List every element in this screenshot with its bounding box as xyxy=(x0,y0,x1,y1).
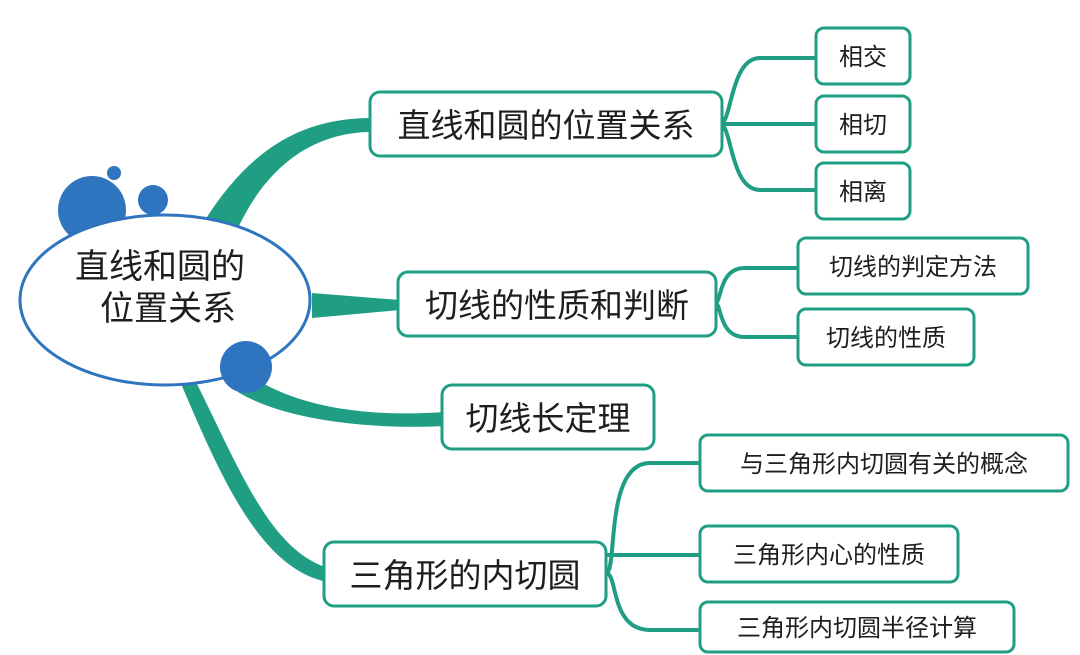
leaf-label-1-2: 相切 xyxy=(839,111,887,139)
bracket-branch-1 xyxy=(718,56,820,192)
leaf-node-2-1[interactable]: 切线的判定方法 xyxy=(796,236,1030,296)
leaf-label-4-2: 三角形内心的性质 xyxy=(733,541,925,569)
leaf-node-1-1[interactable]: 相交 xyxy=(814,26,912,86)
leaf-node-4-3[interactable]: 三角形内切圆半径计算 xyxy=(698,600,1016,654)
decor-circle-medium xyxy=(138,185,168,215)
link-root-to-branch-2 xyxy=(312,293,400,318)
link-root-to-branch-4 xyxy=(182,380,328,582)
branch-label-1: 直线和圆的位置关系 xyxy=(398,106,695,145)
leaf-label-2-1: 切线的判定方法 xyxy=(829,253,997,281)
bracket-branch-2 xyxy=(713,266,802,339)
leaf-label-1-1: 相交 xyxy=(839,43,887,71)
leaf-label-4-3: 三角形内切圆半径计算 xyxy=(737,614,977,642)
leaf-label-4-1: 与三角形内切圆有关的概念 xyxy=(740,450,1028,478)
link-root-to-branch-1 xyxy=(205,118,372,228)
branch-node-1[interactable]: 直线和圆的位置关系 xyxy=(368,90,724,158)
leaf-node-4-2[interactable]: 三角形内心的性质 xyxy=(698,524,960,584)
decor-circle-bottom xyxy=(220,341,272,393)
branch-node-3[interactable]: 切线长定理 xyxy=(440,383,656,451)
bracket-branch-4 xyxy=(604,461,704,632)
leaf-node-1-3[interactable]: 相离 xyxy=(814,161,912,221)
root-label-line-2: 位置关系 xyxy=(100,289,236,329)
leaf-label-1-3: 相离 xyxy=(839,178,887,206)
branch-label-4: 三角形的内切圆 xyxy=(350,556,581,595)
branch-label-2: 切线的性质和判断 xyxy=(425,286,689,325)
root-label-line-1: 直线和圆的 xyxy=(75,247,245,287)
branch-node-2[interactable]: 切线的性质和判断 xyxy=(396,270,718,338)
decor-circle-small xyxy=(107,166,121,180)
leaf-label-2-2: 切线的性质 xyxy=(826,324,946,352)
branch-node-4[interactable]: 三角形的内切圆 xyxy=(322,540,608,608)
link-root-to-branch-3 xyxy=(238,372,445,427)
leaf-node-2-2[interactable]: 切线的性质 xyxy=(796,307,976,367)
leaf-node-4-1[interactable]: 与三角形内切圆有关的概念 xyxy=(698,433,1070,493)
branch-label-3: 切线长定理 xyxy=(466,399,631,438)
leaf-node-1-2[interactable]: 相切 xyxy=(814,94,912,154)
